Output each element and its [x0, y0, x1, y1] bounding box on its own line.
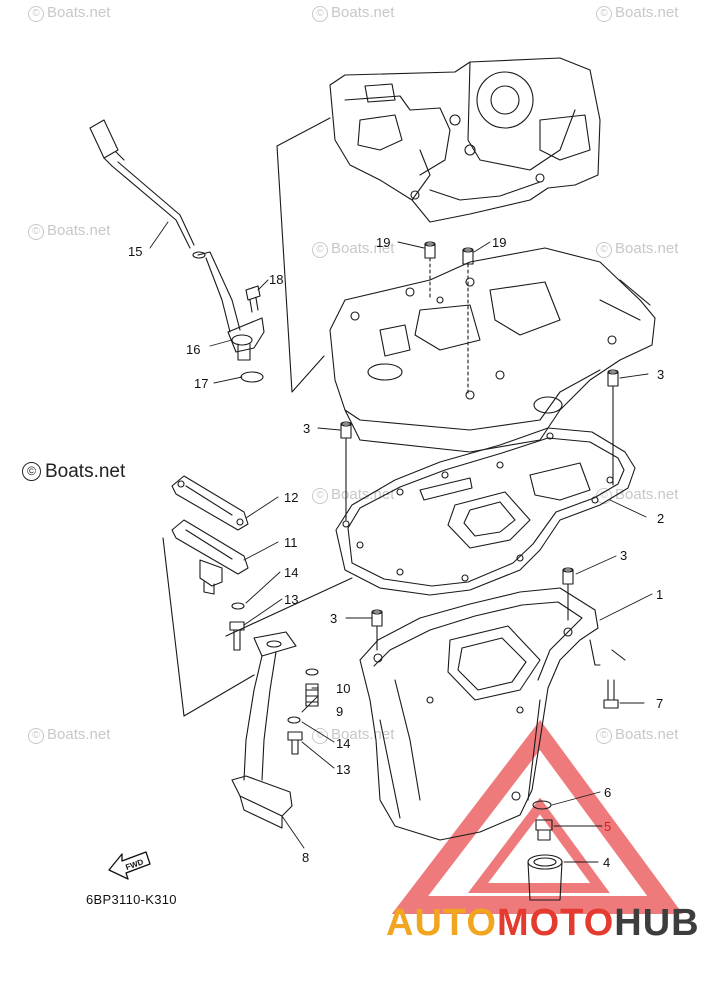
gasket [335, 427, 636, 596]
callout-10: 10 [336, 681, 351, 696]
callout-8: 8 [302, 850, 310, 865]
group-bracket-top [276, 117, 331, 393]
engine-block [329, 57, 601, 223]
alignment-line [376, 583, 569, 651]
callout-1: 1 [656, 587, 664, 602]
callout-18: 18 [269, 272, 284, 287]
callout-15: 15 [128, 244, 143, 259]
callout-14: 14 [336, 736, 351, 751]
washer [287, 716, 301, 724]
watermark: ©Boats.net [312, 726, 394, 744]
callout-13: 13 [284, 592, 299, 607]
brand-watermark: AUTOMOTOHUB [386, 904, 700, 942]
callout-4: 4 [603, 855, 611, 870]
washer [231, 602, 245, 610]
callout-7: 7 [656, 696, 664, 711]
leader-lines [149, 221, 653, 863]
cover-plate [171, 519, 249, 595]
copyright-icon: © [312, 242, 328, 258]
drain-cap [527, 854, 563, 901]
copyright-icon: © [312, 6, 328, 22]
alignment-line [429, 257, 469, 396]
callout-3: 3 [620, 548, 628, 563]
alignment-line [345, 385, 614, 521]
watermark: ©Boats.net [596, 240, 678, 258]
callout-3: 3 [657, 367, 665, 382]
copyright-icon: © [596, 728, 612, 744]
watermark: ©Boats.net [28, 4, 110, 22]
upper-plate [329, 247, 656, 453]
bolt [603, 679, 619, 709]
group-bracket-mid [162, 537, 353, 717]
dowel-pin [562, 567, 574, 585]
copyright-icon: © [28, 224, 44, 240]
brand-part-moto: MOTO [496, 902, 615, 944]
forward-arrow-icon: FWD [108, 851, 151, 880]
watermark: ©Boats.net [312, 240, 394, 258]
callout-11: 11 [284, 535, 298, 550]
dowel-pin [340, 421, 352, 439]
bolt [287, 731, 303, 755]
callout-3: 3 [330, 611, 338, 626]
dipstick-guide [192, 251, 265, 361]
bolt [305, 683, 319, 707]
copyright-icon: © [28, 6, 44, 22]
watermark: ©Boats.net [596, 726, 678, 744]
watermark: ©Boats.net [28, 726, 110, 744]
group-bracket-right [589, 639, 626, 666]
cover-plate [171, 475, 249, 531]
watermark: ©Boats.net [596, 4, 678, 22]
dowel-pin [462, 247, 474, 265]
copyright-credit: ©Boats.net [22, 461, 125, 483]
o-ring [240, 371, 264, 383]
copyright-icon: © [596, 242, 612, 258]
dowel-pin [607, 369, 619, 387]
callout-19: 19 [492, 235, 507, 250]
watermark: ©Boats.net [28, 222, 110, 240]
callout-12: 12 [284, 490, 299, 505]
callout-16: 16 [186, 342, 201, 357]
copyright-icon: © [312, 728, 328, 744]
oil-pan [359, 587, 599, 841]
callout-2: 2 [657, 511, 665, 526]
callout-17: 17 [194, 376, 209, 391]
copyright-icon: © [312, 488, 328, 504]
callout-13: 13 [336, 762, 351, 777]
dowel-pin [371, 609, 383, 627]
dipstick [89, 119, 195, 249]
bolt [245, 285, 261, 313]
washer [532, 800, 552, 810]
callout-19: 19 [376, 235, 391, 250]
dowel-pin [424, 241, 436, 259]
washer [305, 668, 319, 676]
callout-14: 14 [284, 565, 299, 580]
oil-strainer [231, 631, 297, 829]
drain-plug [535, 819, 553, 841]
callout-9: 9 [336, 704, 344, 719]
watermark: ©Boats.net [312, 4, 394, 22]
callout-3: 3 [303, 421, 311, 436]
brand-part-auto: AUTO [386, 902, 497, 944]
copyright-icon: © [596, 6, 612, 22]
diagram-reference-code: 6BP3110-K310 [86, 892, 177, 907]
copyright-icon: © [28, 728, 44, 744]
copyright-icon: © [22, 462, 41, 481]
warning-triangle-logo [391, 719, 683, 914]
callout-5: 5 [604, 819, 612, 834]
bolt [229, 621, 245, 651]
callout-6: 6 [604, 785, 612, 800]
credit-text: Boats.net [45, 461, 126, 482]
brand-part-hub: HUB [614, 902, 700, 944]
